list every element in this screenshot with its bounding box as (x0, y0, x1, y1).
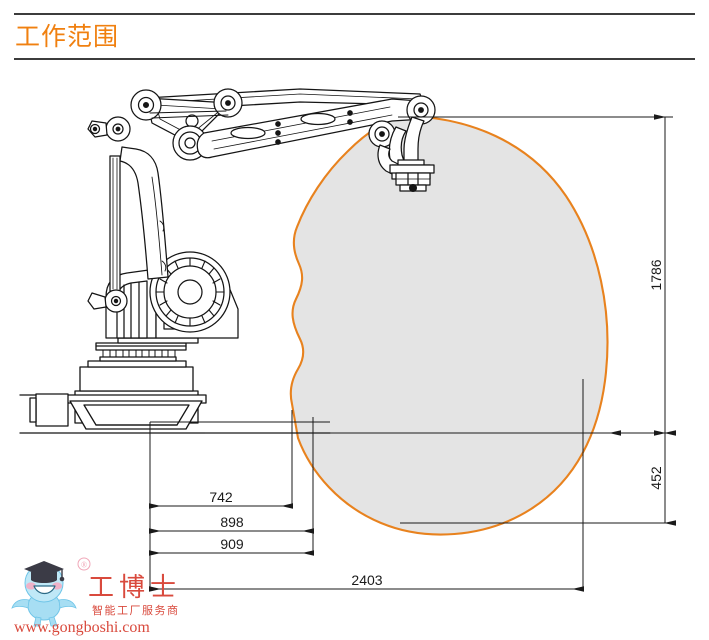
robot-cable-conduit (159, 220, 167, 272)
work-envelope-shape (289, 114, 609, 536)
robot-lower-arm (87, 116, 169, 313)
robot-arm-drawing (19, 88, 436, 434)
header-rule-bottom (14, 58, 695, 60)
robot-j2-gearbox (149, 251, 231, 333)
robot-base (19, 337, 331, 434)
technical-drawing-canvas: 742 898 909 2403 1786 452 (0, 61, 709, 640)
dimension-annotations (149, 114, 676, 592)
dim-label-742: 742 (209, 489, 233, 505)
robot-upper-arm (196, 95, 436, 159)
dim-label-1786: 1786 (648, 259, 664, 290)
page-header: 工作范围 (0, 0, 709, 61)
dim-label-909: 909 (220, 536, 244, 552)
work-envelope-region (289, 114, 609, 536)
dim-label-2403: 2403 (351, 572, 382, 588)
dim-label-898: 898 (220, 514, 244, 530)
header-rule-top (14, 13, 695, 15)
robot-wrist-assembly (377, 116, 435, 193)
dim-label-452: 452 (648, 466, 664, 490)
dimension-labels: 742 898 909 2403 1786 452 (209, 259, 664, 588)
page-title: 工作范围 (15, 22, 120, 51)
